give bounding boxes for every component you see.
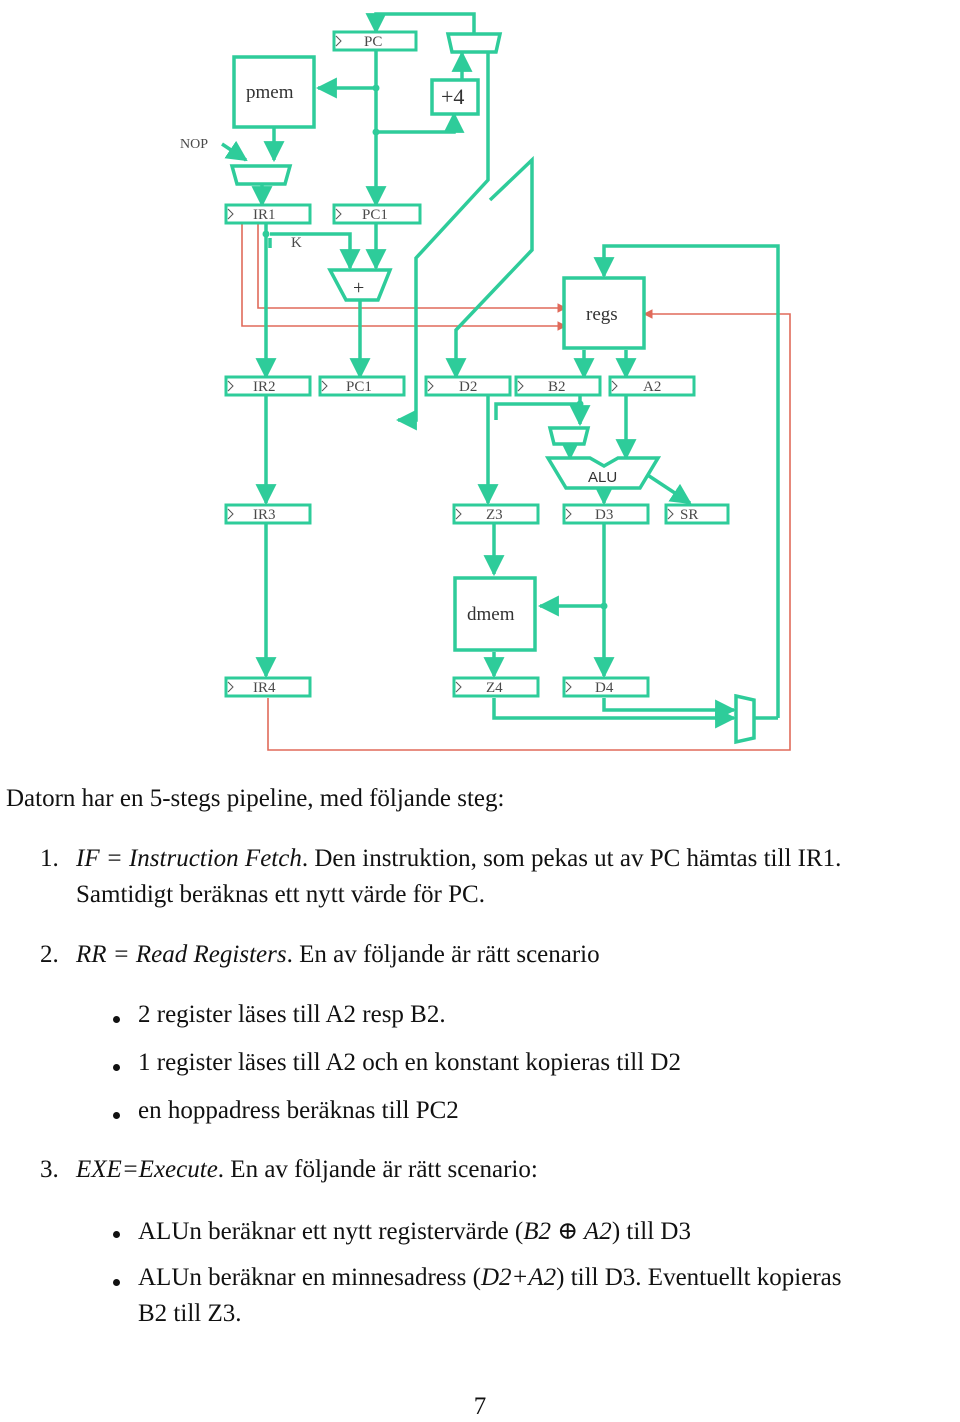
label-ir4: IR4 (253, 680, 276, 696)
bullet-dot (113, 1231, 120, 1238)
step-3-number: 3. (40, 1156, 59, 1183)
step-2-number: 2. (40, 941, 59, 968)
adder-label: + (353, 277, 364, 299)
adder-block (327, 268, 393, 302)
label-ir3: IR3 (253, 507, 276, 523)
reg-sr (664, 503, 730, 525)
label-b2: B2 (548, 379, 566, 395)
label-sr: SR (680, 507, 698, 523)
step-2-bullet-1: 2 register läses till A2 resp B2. (138, 1001, 446, 1028)
reg-ir1 (224, 203, 312, 225)
page-number: 7 (473, 1393, 487, 1420)
plus4-label: +4 (441, 84, 464, 109)
step-1-number: 1. (40, 845, 59, 872)
intro-paragraph: Datorn har en 5-stegs pipeline, med följ… (6, 785, 505, 812)
step-3-bullet-2-pre: ALUn beräknar en minnesadress ( (138, 1264, 481, 1291)
label-pc1-top: PC1 (362, 207, 388, 223)
clock-marks (227, 35, 674, 693)
step-3-bullet-1-post: ) till D3 (611, 1218, 691, 1245)
label-ir1: IR1 (253, 207, 276, 223)
step-1-rest: . Den instruktion, som pekas ut av PC hä… (301, 845, 842, 872)
label-pc1-mid: PC1 (346, 379, 372, 395)
pmem-label: pmem (246, 82, 294, 103)
step-2-bullet-3: en hoppadress beräknas till PC2 (138, 1097, 459, 1124)
step-2-line1: RR = Read Registers. En av följande är r… (76, 941, 600, 969)
label-ir2: IR2 (253, 379, 276, 395)
bullet-dot (113, 1112, 120, 1119)
reg-ir2 (224, 375, 312, 397)
step-2-term: RR = Read Registers (76, 941, 287, 968)
reg-a2 (608, 375, 696, 397)
label-a2: A2 (643, 379, 661, 395)
step-3-bullet-1-math: B2 ⊕ A2 (523, 1218, 612, 1245)
reg-pc1-top (332, 203, 422, 225)
junction-dots (262, 84, 608, 610)
reg-pc (332, 30, 418, 52)
reg-ir4 (224, 676, 312, 698)
reg-d3 (562, 503, 650, 525)
datapath-wires (221, 12, 780, 729)
label-d2: D2 (459, 379, 477, 395)
ir1-input-mux (229, 164, 293, 186)
feedback-wires (241, 222, 791, 751)
plus4-block (430, 78, 480, 116)
reg-d2 (424, 375, 512, 397)
step-2-rest: . En av följande är rätt scenario (286, 941, 600, 968)
reg-d4 (562, 676, 650, 698)
label-d3: D3 (595, 507, 613, 523)
bullet-dot (113, 1279, 120, 1286)
pipeline-diagram: PC IR1 PC1 K IR2 PC1 D2 B2 A2 IR3 Z3 D3 … (180, 12, 791, 751)
step-3-bullet-2-math: D2+A2 (480, 1264, 557, 1291)
reg-ir3 (224, 503, 312, 525)
alu-block (544, 456, 662, 490)
reg-b2 (514, 375, 602, 397)
reg-z4 (452, 676, 540, 698)
dmem-block (453, 576, 537, 652)
step-3-rest: . En av följande är rätt scenario: (217, 1156, 538, 1183)
step-2-bullet-2: 1 register läses till A2 och en konstant… (138, 1049, 681, 1076)
dmem-label: dmem (467, 604, 515, 625)
step-3-bullet-1-pre: ALUn beräknar ett nytt registervärde ( (138, 1218, 524, 1245)
label-z3: Z3 (486, 507, 503, 523)
regs-block (562, 276, 646, 350)
label-pc: PC (364, 34, 382, 50)
step-3-line1: EXE=Execute. En av följande är rätt scen… (76, 1156, 538, 1184)
pc-mux (445, 32, 503, 54)
writeback-mux (734, 693, 756, 745)
b2-mux (547, 426, 591, 446)
reg-pc1-mid (318, 375, 406, 397)
step-1-term: IF = Instruction Fetch (76, 845, 302, 872)
step-1-line1: IF = Instruction Fetch. Den instruktion,… (76, 845, 841, 873)
step-3-bullet-2-line2: B2 till Z3. (138, 1300, 242, 1327)
pmem-block (232, 55, 316, 129)
bullet-dot (113, 1064, 120, 1071)
label-z4: Z4 (486, 680, 503, 696)
step-3-term: EXE=Execute (76, 1156, 218, 1183)
label-d4: D4 (595, 680, 614, 696)
reg-z3 (452, 503, 540, 525)
nop-label: NOP (180, 137, 208, 152)
step-1-line2: Samtidigt beräknas ett nytt värde för PC… (76, 881, 485, 908)
regs-label: regs (586, 304, 618, 325)
step-3-bullet-1: ALUn beräknar ett nytt registervärde (B2… (138, 1216, 691, 1246)
step-3-bullet-2-post: ) till D3. Eventuellt kopieras (556, 1264, 842, 1291)
alu-label: ALU (588, 469, 617, 486)
step-3-bullet-2: ALUn beräknar en minnesadress (D2+A2) ti… (138, 1264, 842, 1292)
label-k: K (291, 235, 302, 251)
bullet-dot (113, 1016, 120, 1023)
